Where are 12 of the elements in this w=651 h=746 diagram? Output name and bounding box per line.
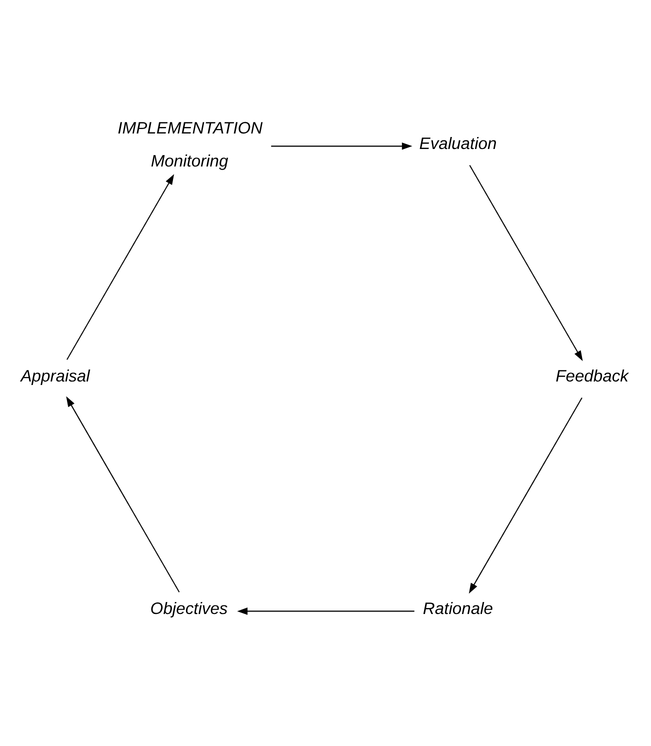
- arrow: [469, 164, 583, 361]
- node-text: IMPLEMENTATION Monitoring: [118, 118, 263, 170]
- node-text: Rationale: [422, 598, 493, 618]
- node-text: Appraisal: [20, 366, 90, 386]
- arrow: [237, 607, 414, 614]
- arrow: [66, 396, 180, 592]
- arrow: [66, 174, 174, 360]
- node-text: Objectives: [150, 598, 228, 618]
- arrow: [468, 396, 582, 594]
- node-text: Evaluation: [419, 134, 497, 153]
- arrow: [271, 142, 412, 150]
- node-text: Feedback: [556, 366, 628, 386]
